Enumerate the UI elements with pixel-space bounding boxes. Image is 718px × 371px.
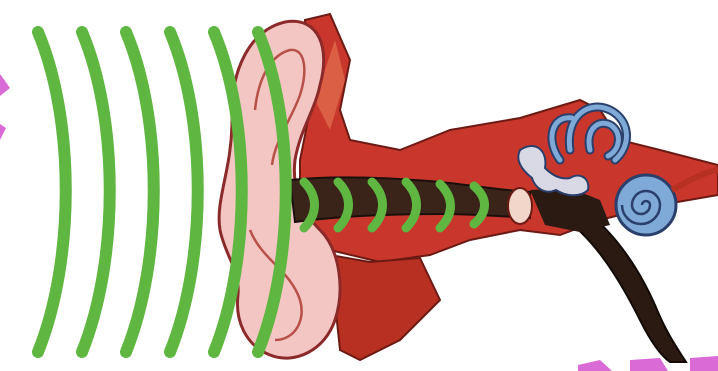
corner-artifact-bottom-right	[578, 356, 718, 371]
sound-wave-3	[126, 32, 154, 352]
sound-wave-4	[170, 32, 198, 352]
sound-wave-1	[38, 32, 66, 352]
eardrum	[508, 188, 532, 224]
cochlea	[616, 175, 676, 235]
sound-wave-2	[82, 32, 110, 352]
corner-artifact-left	[0, 74, 10, 140]
eustachian-tube	[560, 210, 686, 362]
skull-tissue-lower	[330, 255, 440, 360]
